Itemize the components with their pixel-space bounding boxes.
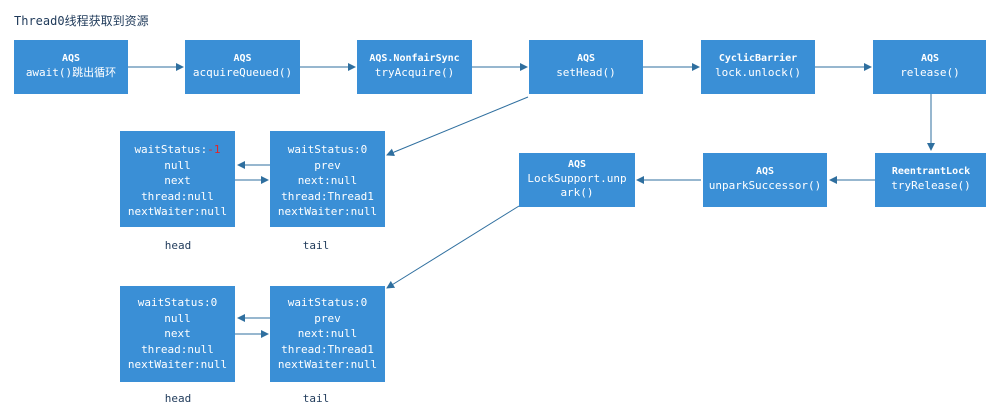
flow-box-try-acquire: AQS.NonfairSync tryAcquire()	[357, 40, 472, 94]
flow-box-class: AQS	[576, 53, 596, 64]
head-label-bottom: head	[164, 392, 192, 405]
flow-box-method: tryRelease()	[891, 179, 971, 192]
node-prev: prev	[314, 311, 341, 325]
node-next: next:null	[297, 174, 358, 187]
flow-box-await: AQS await()跳出循环	[14, 40, 128, 94]
node-thread: thread:Thread1	[281, 342, 374, 356]
node-wait-status: waitStatus:0	[287, 296, 368, 309]
diagram-title: Thread0线程获取到资源	[14, 14, 149, 28]
node-thread: thread:Thread1	[281, 189, 374, 203]
flow-box-class: CyclicBarrier	[718, 53, 798, 64]
wait-status-value: -1	[207, 143, 221, 156]
node-next: next	[164, 174, 191, 187]
flow-box-try-release: ReentrantLock tryRelease()	[875, 153, 986, 207]
flow-box-method: lock.unlock()	[714, 66, 802, 79]
node-next: next:null	[297, 327, 358, 340]
flow-box-class: AQS	[920, 53, 940, 64]
flow-box-method: release()	[900, 66, 960, 79]
flow-box-method: await()跳出循环	[25, 66, 117, 79]
flow-box-unpark-successor: AQS unparkSuccessor()	[703, 153, 827, 207]
node-prev: prev	[314, 158, 341, 172]
tail-label-bottom: tail	[302, 392, 330, 405]
queue-node-tail-top: waitStatus:0 prev next:null thread:Threa…	[270, 131, 385, 227]
arrow-b9-tail2	[386, 205, 520, 289]
node-prev: null	[164, 311, 191, 325]
flow-box-method: LockSupport.unpark()	[527, 172, 627, 199]
flow-box-class: AQS.NonfairSync	[369, 53, 460, 64]
wait-status-label: waitStatus:	[134, 143, 208, 156]
flow-box-method: setHead()	[556, 66, 616, 79]
node-thread: thread:null	[141, 189, 214, 203]
flow-box-method: acquireQueued()	[192, 66, 293, 79]
node-next-waiter: nextWaiter:null	[127, 358, 228, 371]
queue-node-head-top: waitStatus:-1 null next thread:null next…	[120, 131, 235, 227]
flow-box-release: AQS release()	[873, 40, 986, 94]
flow-box-acquire-queued: AQS acquireQueued()	[185, 40, 300, 94]
flow-box-method: unparkSuccessor()	[708, 179, 822, 192]
tail-label-top: tail	[302, 239, 330, 252]
queue-node-tail-bottom: waitStatus:0 prev next:null thread:Threa…	[270, 286, 385, 382]
flow-box-lock-support-unpark: AQS LockSupport.unpark()	[519, 153, 635, 207]
node-next: next	[164, 327, 191, 340]
node-next-waiter: nextWaiter:null	[127, 205, 228, 218]
queue-node-head-bottom: waitStatus:0 null next thread:null nextW…	[120, 286, 235, 382]
flow-box-class: AQS	[567, 159, 587, 170]
node-wait-status: waitStatus:0	[287, 143, 368, 156]
head-label-top: head	[164, 239, 192, 252]
node-wait-status: waitStatus:0	[137, 296, 218, 309]
flow-box-class: AQS	[233, 53, 252, 64]
flow-box-class: AQS	[755, 166, 775, 177]
arrow-b4-tail	[386, 96, 529, 157]
flow-box-class: ReentrantLock	[891, 166, 971, 177]
node-next-waiter: nextWaiter:null	[277, 358, 378, 371]
flow-box-method: tryAcquire()	[374, 66, 455, 79]
flow-box-set-head: AQS setHead()	[529, 40, 643, 94]
node-thread: thread:null	[141, 342, 214, 356]
node-wait-status: waitStatus:-1	[120, 142, 235, 158]
node-prev: null	[164, 158, 191, 172]
flow-box-class: AQS	[61, 53, 81, 64]
node-next-waiter: nextWaiter:null	[277, 205, 378, 218]
flow-box-lock-unlock: CyclicBarrier lock.unlock()	[701, 40, 815, 94]
